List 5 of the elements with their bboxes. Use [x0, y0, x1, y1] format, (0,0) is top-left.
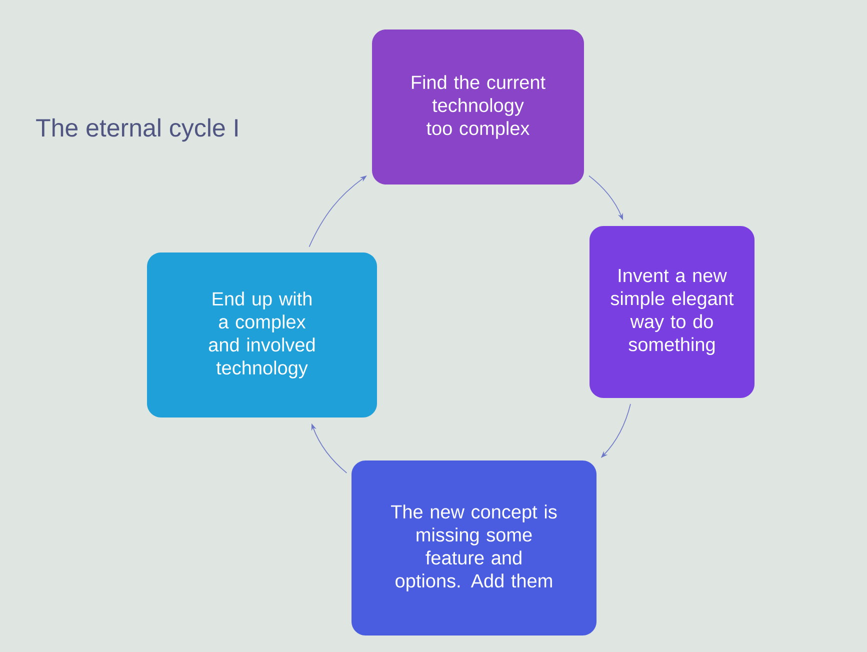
process-box: End up with a complex and involved technology — [147, 252, 377, 418]
process-box: Find the current technology too complex — [372, 30, 584, 184]
process-box: Invent a new simple elegant way to do something — [590, 226, 754, 398]
slide-title: The eternal cycle I — [36, 118, 238, 142]
process-box: The new concept is missing some feature and options. Add them — [352, 460, 596, 636]
